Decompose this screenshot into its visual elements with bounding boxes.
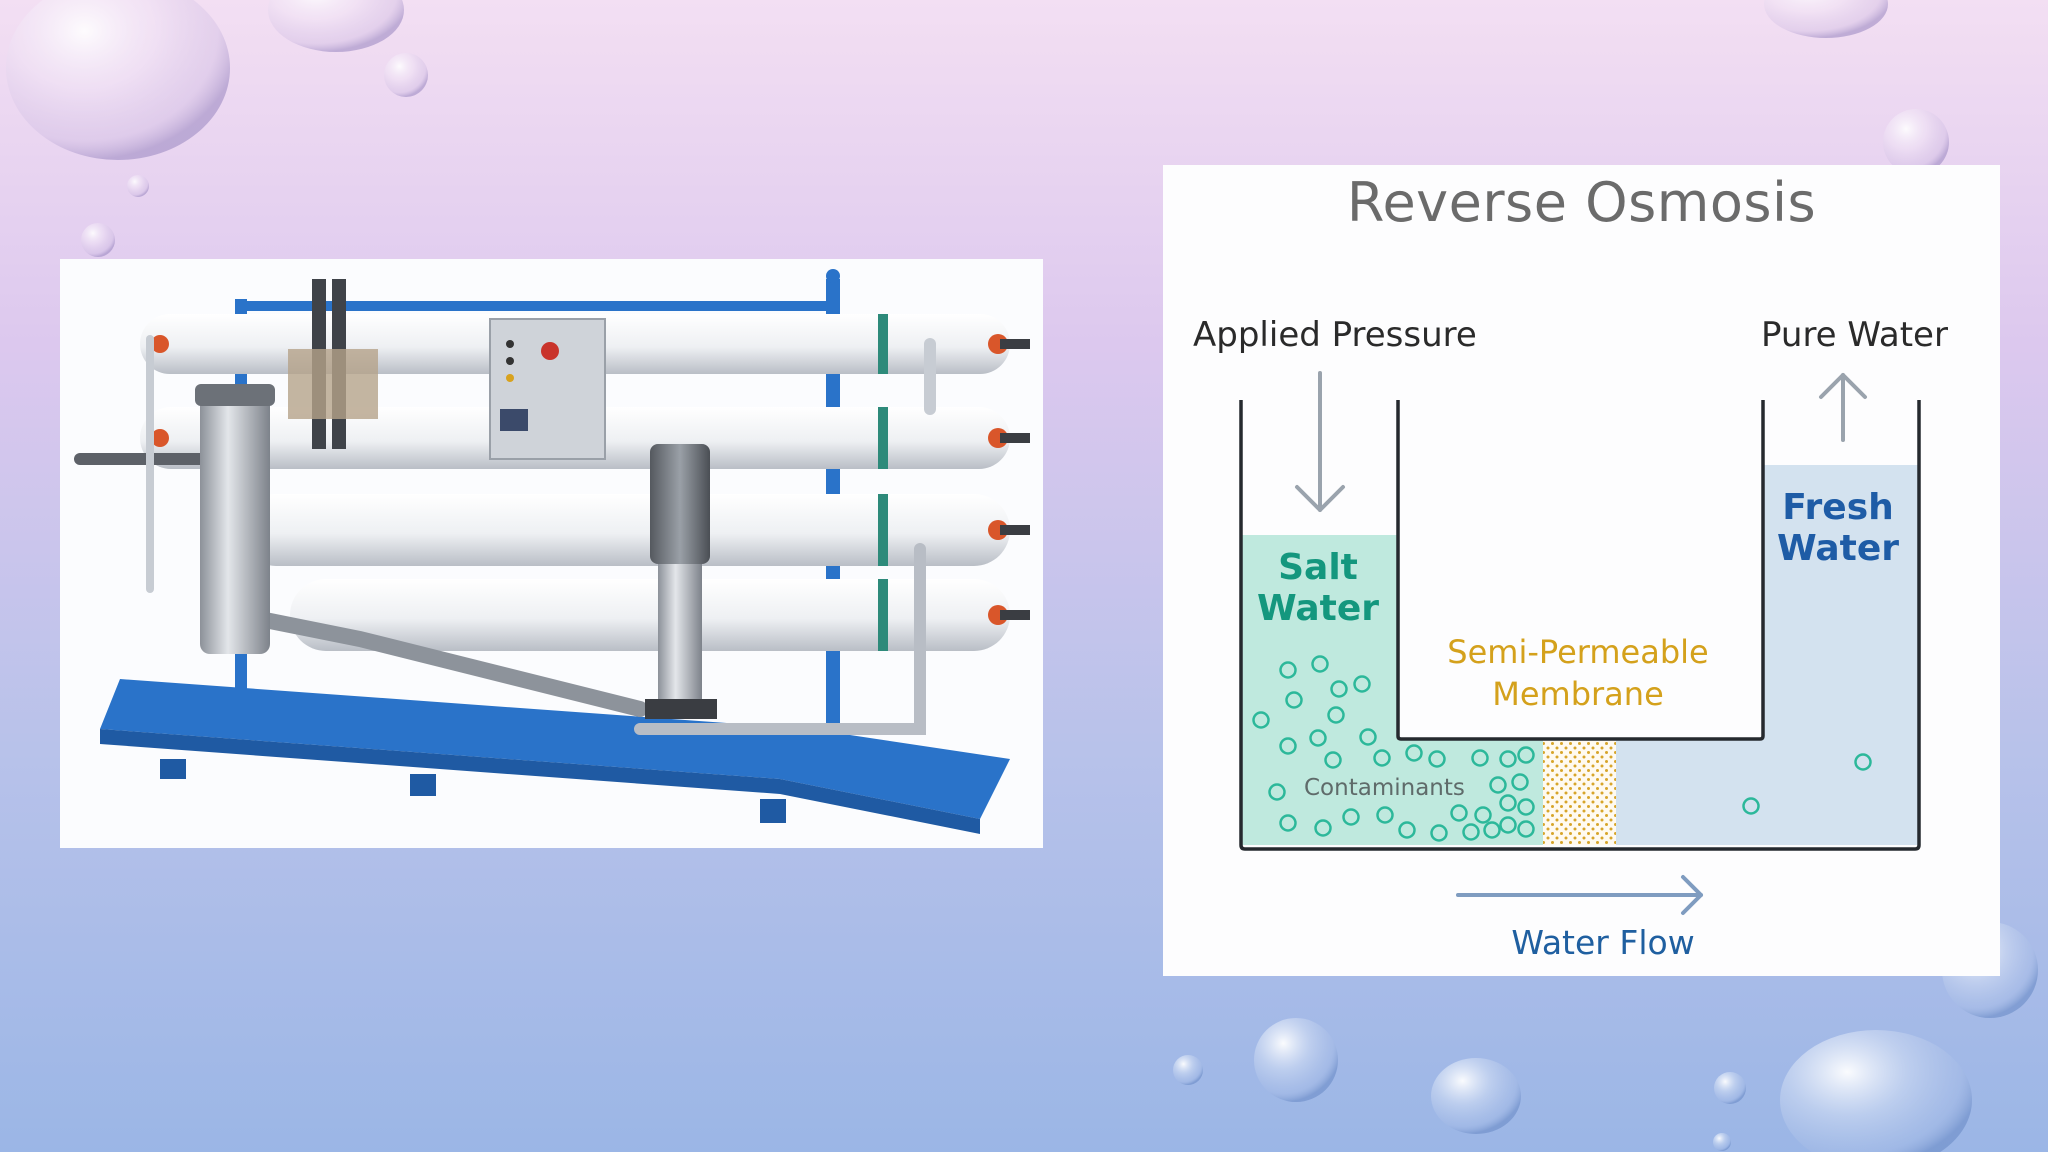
- pure-water-label: Pure Water: [1761, 315, 1948, 355]
- droplet: [1883, 109, 1949, 175]
- salt-water-label: Salt Water: [1223, 547, 1413, 629]
- membrane-label: Semi-Permeable Membrane: [1413, 631, 1743, 715]
- pure-water-arrow: [1819, 373, 1867, 442]
- ro-machine-photo: [60, 259, 1043, 848]
- applied-pressure-arrow: [1295, 371, 1345, 512]
- membrane-label-line1: Semi-Permeable: [1447, 633, 1709, 671]
- piping: [74, 335, 936, 735]
- diagram-title: Reverse Osmosis: [1346, 171, 1817, 234]
- salt-water-label-line2: Water: [1256, 588, 1380, 629]
- fresh-water-label: Fresh Water: [1763, 487, 1913, 569]
- salt-water-region: [1241, 535, 1543, 845]
- u-tube-outer-wall: [1239, 400, 1921, 851]
- membrane-label-line2: Membrane: [1492, 675, 1664, 713]
- droplet: [384, 53, 428, 97]
- droplet: [127, 175, 149, 197]
- diagram-graphic: [1239, 371, 1921, 915]
- water-flow-arrow: [1456, 875, 1703, 915]
- droplet: [1431, 1058, 1521, 1134]
- semi-permeable-membrane: [1543, 740, 1616, 845]
- base-frame: [100, 679, 1010, 834]
- high-pressure-pump: [645, 444, 717, 719]
- droplet: [6, 0, 230, 160]
- permeate-channel: [1616, 740, 1919, 845]
- ro-machine-illustration: [74, 269, 1030, 834]
- applied-pressure-label: Applied Pressure: [1193, 315, 1477, 355]
- fresh-water-label-line2: Water: [1776, 528, 1900, 569]
- flowmeters: [288, 279, 378, 449]
- fresh-water-region: [1763, 465, 1919, 745]
- contaminant-particles: [1252, 655, 1872, 842]
- fresh-water-label-line1: Fresh: [1782, 487, 1894, 528]
- droplet: [1714, 1072, 1746, 1104]
- reverse-osmosis-diagram: Reverse Osmosis Applied Pressure Pure Wa…: [1163, 165, 2000, 976]
- control-panel: [489, 318, 606, 460]
- contaminants-label: Contaminants: [1304, 775, 1465, 801]
- droplet: [81, 223, 115, 257]
- salt-water-label-line1: Salt: [1278, 547, 1358, 588]
- cartridge-filter: [195, 384, 275, 654]
- droplet: [268, 0, 404, 52]
- droplet: [1780, 1030, 1972, 1152]
- droplet: [1254, 1018, 1338, 1102]
- water-flow-label: Water Flow: [1511, 923, 1695, 962]
- droplet: [1764, 0, 1888, 38]
- droplet: [1713, 1133, 1731, 1151]
- droplet: [1173, 1055, 1203, 1085]
- u-tube-inner-wall: [1396, 400, 1765, 741]
